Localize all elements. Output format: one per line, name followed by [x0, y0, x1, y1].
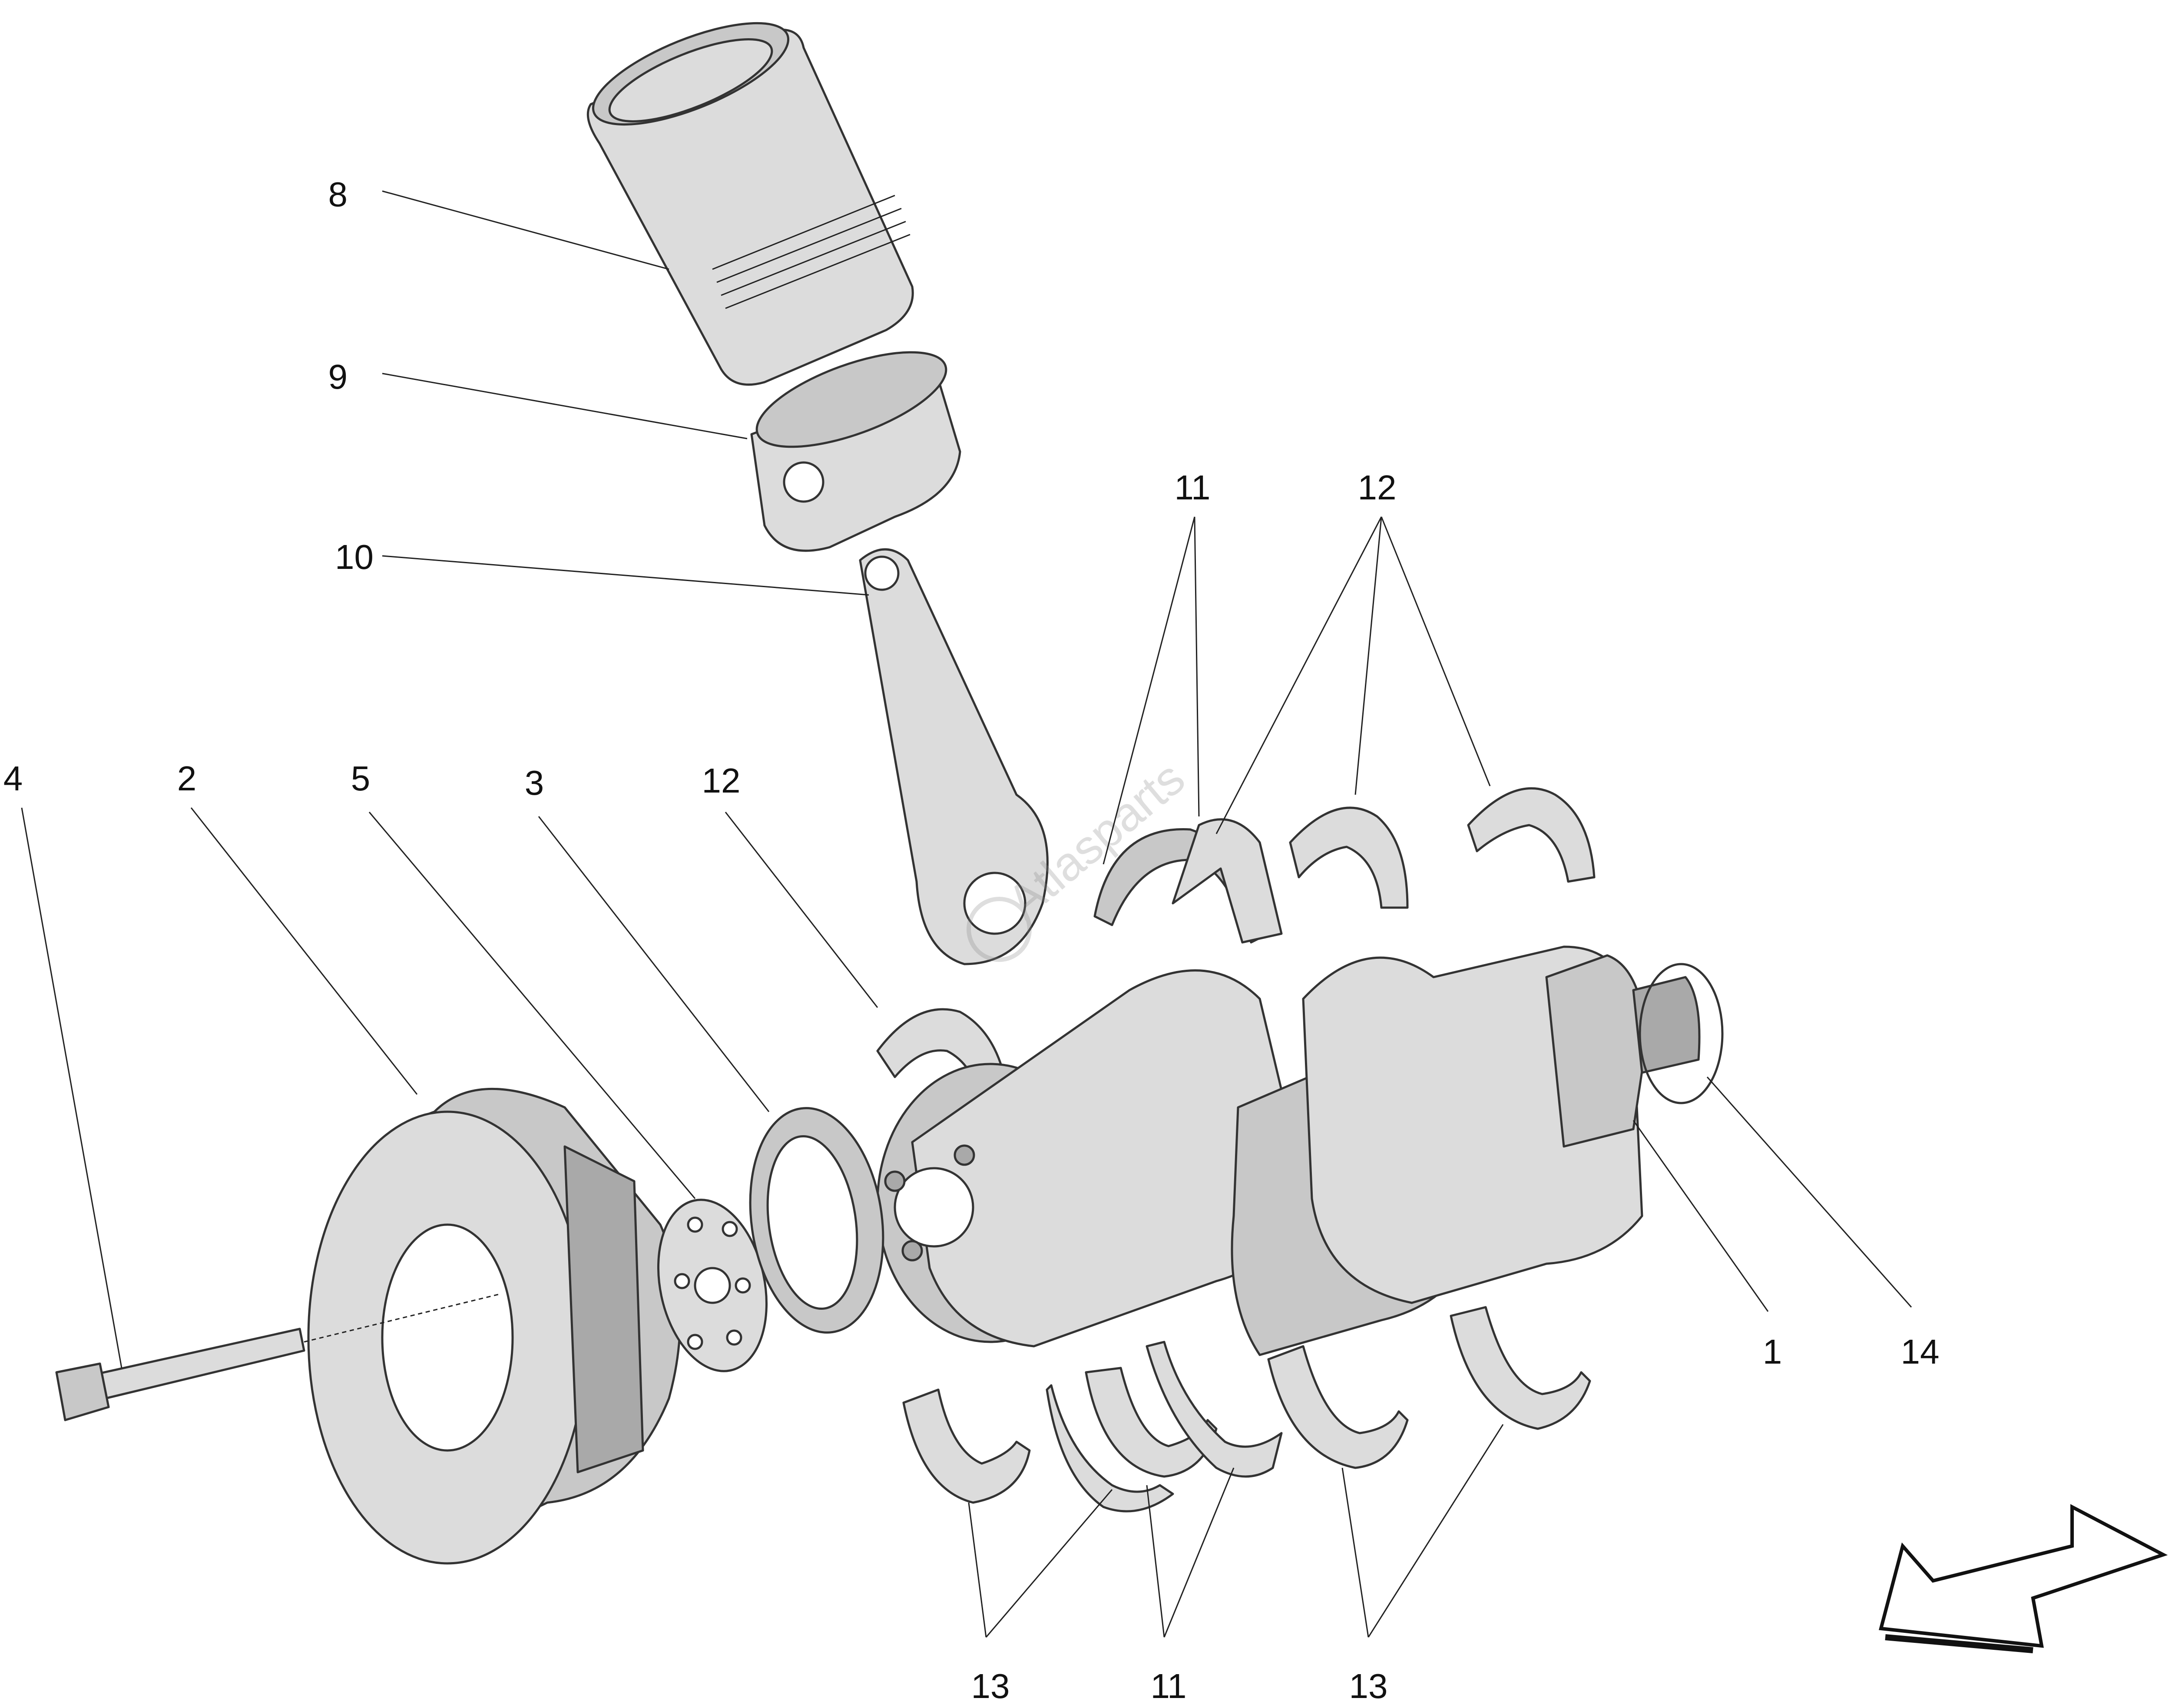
part-10-connecting-rod — [859, 548, 1049, 965]
callout-3: 3 — [525, 763, 544, 802]
part-1-crankshaft — [876, 945, 1701, 1356]
part-9-piston — [750, 351, 961, 552]
part-5-reluctor-plate — [657, 1199, 768, 1372]
arrow-down-left-icon — [1878, 1504, 2168, 1653]
callout-13-right: 13 — [1349, 1667, 1388, 1705]
callout-5: 5 — [351, 759, 371, 798]
callout-2: 2 — [177, 759, 197, 798]
callout-12-left: 12 — [702, 761, 741, 800]
part-8-cylinder-liner — [586, 22, 914, 386]
part-14-oil-seal-ring — [1639, 963, 1724, 1104]
callout-14: 14 — [1901, 1332, 1940, 1371]
callout-10: 10 — [335, 538, 374, 576]
lower-bearing-shells — [902, 1306, 1591, 1513]
callout-11-top: 11 — [1174, 468, 1210, 507]
callout-1: 1 — [1763, 1332, 1782, 1371]
callout-4: 4 — [3, 759, 23, 798]
callout-labels: 8 9 10 11 12 4 2 5 3 12 1 14 13 11 13 — [3, 175, 1940, 1705]
leader-lines — [21, 190, 1912, 1638]
callout-12-top: 12 — [1358, 468, 1397, 507]
upper-bearing-shells — [876, 787, 1596, 1104]
callout-13-left: 13 — [971, 1667, 1010, 1705]
part-3-front-oil-seal — [749, 1107, 884, 1334]
part-2-damper-pulley — [307, 1087, 682, 1565]
part-4-pulley-bolt — [55, 1293, 500, 1421]
callout-9: 9 — [328, 357, 348, 396]
callout-8: 8 — [328, 175, 348, 214]
callout-11-bottom: 11 — [1150, 1667, 1186, 1705]
